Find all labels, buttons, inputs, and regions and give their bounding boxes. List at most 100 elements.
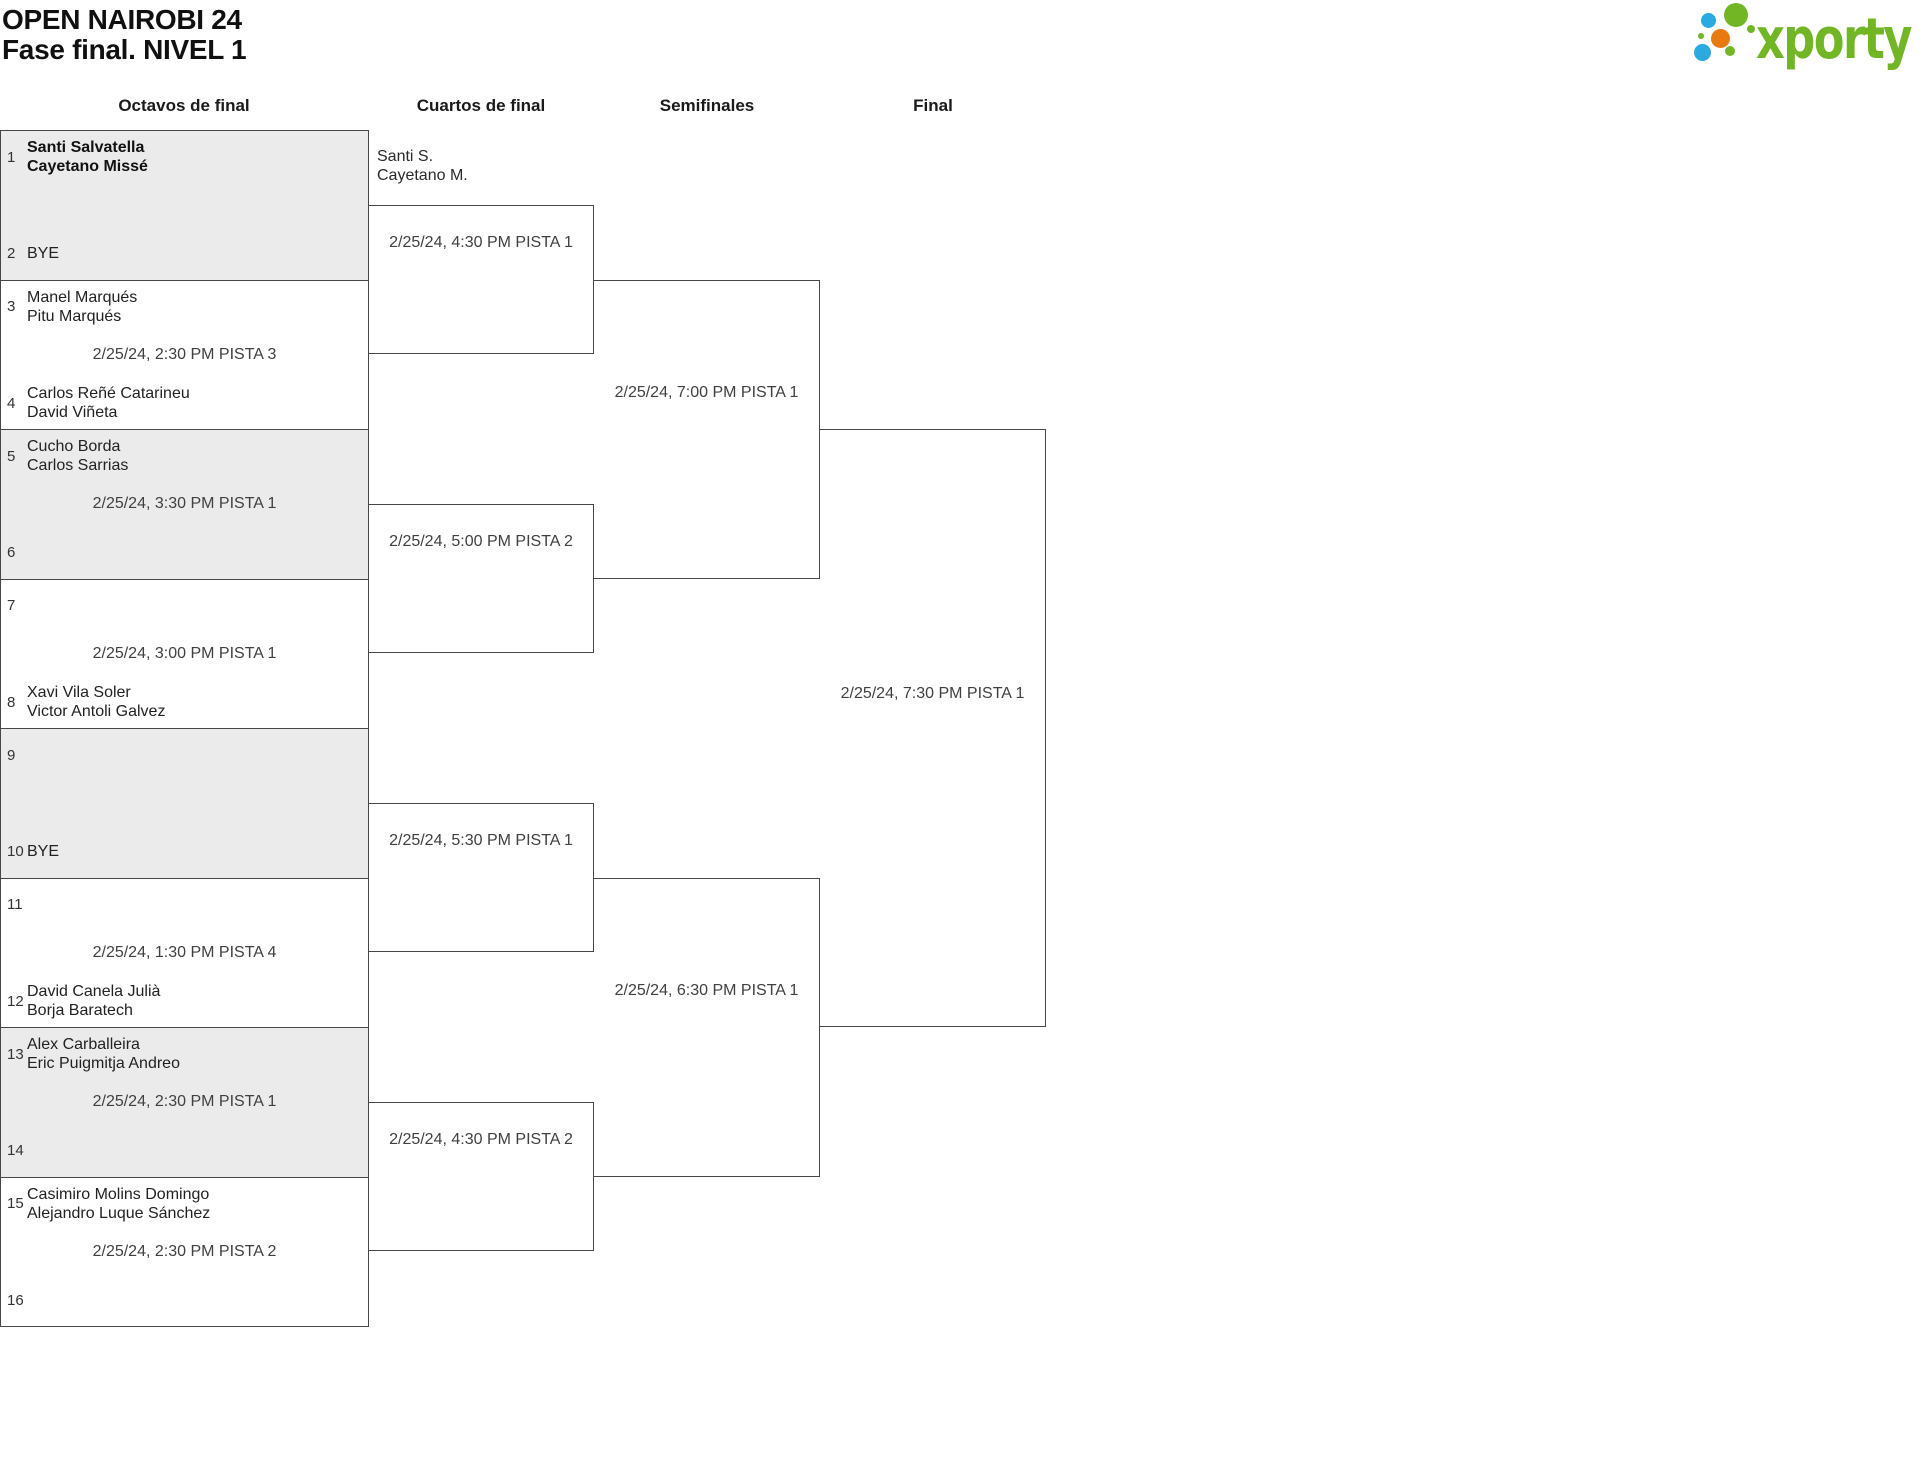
xporty-logo: xporty xyxy=(1680,0,1920,72)
team-slot-6: 6 xyxy=(1,533,368,573)
team-slot-16: 16 xyxy=(1,1280,368,1320)
seed-number: 6 xyxy=(7,544,16,561)
player-name: David Canela Julià xyxy=(27,983,161,1000)
logo-dot-green-large-icon xyxy=(1724,3,1748,27)
player-name: BYE xyxy=(27,843,60,860)
logo-wordmark: xporty xyxy=(1756,7,1912,72)
page-title: OPEN NAIROBI 24 Fase final. NIVEL 1 xyxy=(2,4,247,65)
match-datetime: 2/25/24, 5:00 PM PISTA 2 xyxy=(389,532,573,550)
match-datetime: 2/25/24, 3:30 PM PISTA 1 xyxy=(92,495,277,513)
team-names: BYE xyxy=(27,244,59,263)
match-box-qf-3: 2/25/24, 5:30 PM PISTA 1 xyxy=(369,802,594,953)
match-box-qf-1: 2/25/24, 4:30 PM PISTA 1 xyxy=(369,204,594,355)
seed-number: 1 xyxy=(7,148,16,166)
player-name: Victor Antoli Galvez xyxy=(27,703,166,720)
player-name: Santi S. xyxy=(377,148,434,165)
team-slot-2: 2 BYE xyxy=(1,234,368,274)
seed-number: 10 xyxy=(7,843,24,860)
player-name: Santi Salvatella xyxy=(27,139,145,156)
seed-number: 8 xyxy=(7,693,16,711)
logo-dot-green-small-icon xyxy=(1747,25,1755,33)
seed-number: 3 xyxy=(7,298,16,315)
match-datetime: 2/25/24, 4:30 PM PISTA 2 xyxy=(389,1130,573,1148)
seed-number: 9 xyxy=(7,746,16,764)
team-slot-14: 14 xyxy=(1,1131,368,1171)
match-box-r16-5: 9 10 BYE xyxy=(0,728,369,879)
column-header-semifinales: Semifinales xyxy=(659,96,755,115)
seed-number: 2 xyxy=(7,245,16,262)
logo-dot-blue-top-icon xyxy=(1701,13,1716,28)
match-box-r16-4: 7 2/25/24, 3:00 PM PISTA 1 8 Xavi Vila S… xyxy=(0,578,369,729)
seed-number: 16 xyxy=(7,1291,24,1309)
player-name: David Viñeta xyxy=(27,404,118,421)
tournament-name: OPEN NAIROBI 24 xyxy=(2,4,242,35)
player-name: Carlos Reñé Catarineu xyxy=(27,385,190,402)
seed-number: 5 xyxy=(7,447,16,465)
player-name: Alejandro Luque Sánchez xyxy=(27,1204,211,1222)
team-slot-9: 9 xyxy=(1,735,368,775)
player-name: Casimiro Molins Domingo xyxy=(27,1185,210,1203)
seed-number: 13 xyxy=(7,1045,24,1063)
match-box-sf-1: 2/25/24, 7:00 PM PISTA 1 xyxy=(594,279,820,579)
player-name: Xavi Vila Soler xyxy=(27,684,131,701)
match-datetime: 2/25/24, 6:30 PM PISTA 1 xyxy=(614,981,799,999)
team-names: BYE xyxy=(27,842,59,861)
match-datetime: 2/25/24, 7:30 PM PISTA 1 xyxy=(840,685,1025,702)
column-header-cuartos: Cuartos de final xyxy=(416,96,546,115)
column-header-octavos: Octavos de final xyxy=(118,96,250,115)
match-datetime: 2/25/24, 7:00 PM PISTA 1 xyxy=(614,383,799,401)
advancing-team-label: Santi S. Cayetano M. xyxy=(377,147,468,185)
player-name: Pitu Marqués xyxy=(27,307,122,325)
match-datetime: 2/25/24, 2:30 PM PISTA 1 xyxy=(92,1093,277,1111)
player-name: Borja Baratech xyxy=(27,1002,133,1019)
seed-number: 12 xyxy=(7,992,24,1010)
match-box-final: 2/25/24, 7:30 PM PISTA 1 xyxy=(820,429,1046,1027)
match-datetime: 2/25/24, 2:30 PM PISTA 2 xyxy=(92,1242,277,1260)
seed-number: 11 xyxy=(7,896,23,913)
match-box-r16-6: 11 2/25/24, 1:30 PM PISTA 4 12 David Can… xyxy=(0,877,369,1028)
logo-dot-green-bottom-icon xyxy=(1725,46,1735,56)
match-box-sf-2: 2/25/24, 6:30 PM PISTA 1 xyxy=(594,877,820,1177)
match-box-qf-2: 2/25/24, 5:00 PM PISTA 2 xyxy=(369,503,594,654)
logo-dot-blue-bottom-icon xyxy=(1694,44,1711,61)
match-datetime: 2/25/24, 1:30 PM PISTA 4 xyxy=(92,943,277,961)
match-datetime: 2/25/24, 4:30 PM PISTA 1 xyxy=(389,233,573,251)
match-datetime: 2/25/24, 3:00 PM PISTA 1 xyxy=(92,644,277,662)
seed-number: 7 xyxy=(7,597,16,614)
player-name: Manel Marqués xyxy=(27,288,138,306)
phase-name: Fase final. NIVEL 1 xyxy=(2,34,247,65)
match-datetime: 2/25/24, 2:30 PM PISTA 3 xyxy=(92,345,277,363)
team-slot-10: 10 BYE xyxy=(1,832,368,872)
player-name: Carlos Sarrias xyxy=(27,457,129,474)
player-name: Cayetano M. xyxy=(377,167,468,184)
player-name: Alex Carballeira xyxy=(27,1036,140,1053)
player-name: Cayetano Missé xyxy=(27,158,148,175)
seed-number: 14 xyxy=(7,1142,24,1159)
seed-number: 4 xyxy=(7,394,16,412)
logo-dot-orange-icon xyxy=(1711,29,1730,48)
team-slot-11: 11 xyxy=(1,885,368,925)
match-box-qf-4: 2/25/24, 4:30 PM PISTA 2 xyxy=(369,1101,594,1252)
seed-number: 15 xyxy=(7,1195,24,1212)
player-name: BYE xyxy=(27,245,60,262)
logo-dot-green-tiny-icon xyxy=(1698,33,1704,39)
